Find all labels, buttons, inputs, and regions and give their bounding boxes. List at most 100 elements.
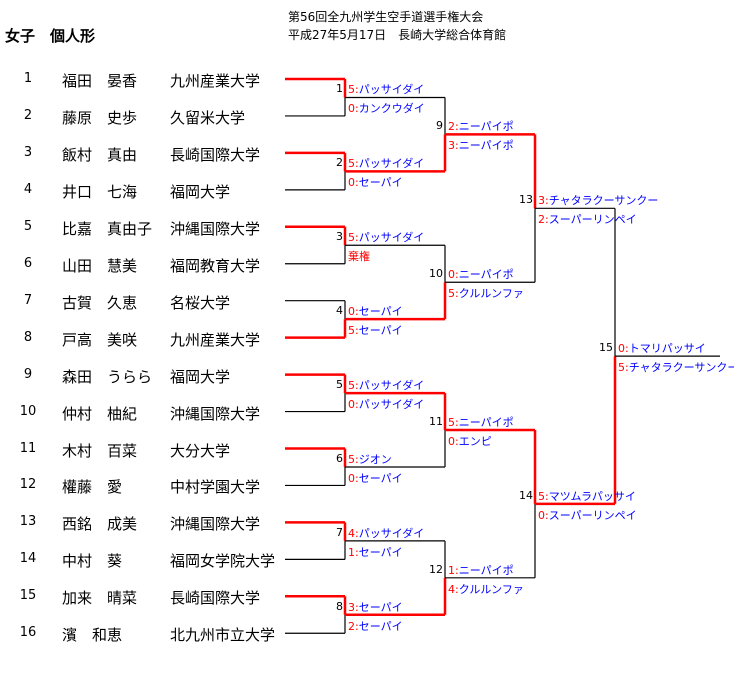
kata-name: トマリパッサイ [628, 342, 706, 356]
kata-name: ニーパイポ [458, 416, 514, 430]
score: 5: [618, 361, 629, 375]
player-school: 福岡大学 [170, 367, 231, 386]
match-number: 11 [429, 415, 443, 429]
score: 0: [538, 508, 549, 522]
kata-name: セーパイ [358, 600, 403, 614]
player-school: 沖縄国際大学 [170, 219, 261, 238]
player-seed: 2 [23, 107, 33, 123]
tournament-title: 第56回全九州学生空手道選手権大会 [288, 10, 484, 24]
kata-name: セーパイ [358, 176, 403, 190]
kata-name: ニーパイポ [458, 268, 514, 282]
kata-name: カンクウダイ [358, 102, 425, 116]
player-name: 權藤 愛 [62, 478, 123, 497]
match-bottom-result: 0:エンピ [448, 433, 492, 449]
kata-name: マツムラパッサイ [548, 489, 636, 503]
match-top-result: 5:パッサイダイ [348, 377, 424, 393]
match-number: 13 [519, 193, 533, 207]
score: 3: [538, 194, 549, 208]
match-number: 7 [336, 525, 343, 539]
player-seed: 15 [19, 588, 37, 604]
player-seed: 9 [23, 366, 33, 382]
match-top-result: 5:マツムラパッサイ [538, 488, 636, 504]
player-school: 長崎国際大学 [170, 589, 261, 608]
match-top-result: 5:ニーパイポ [448, 414, 514, 430]
kata-name: ニーパイポ [458, 563, 514, 577]
player-school: 九州産業大学 [170, 72, 261, 90]
kata-name: セーパイ [358, 471, 403, 485]
kata-name: セーパイ [358, 324, 403, 338]
match-number: 4 [336, 304, 343, 318]
score: 4: [348, 526, 359, 540]
match-bottom-result: 棄権 [348, 248, 370, 264]
player-name: 西銘 成美 [62, 515, 138, 534]
match-top-result: 5:パッサイダイ [348, 81, 424, 97]
score: 0: [618, 342, 629, 356]
score: 3: [448, 139, 459, 153]
kata-name: ニーパイポ [458, 139, 514, 153]
match-top-result: 5:パッサイダイ [348, 229, 424, 245]
match-bottom-result: 0:カンクウダイ [348, 100, 425, 116]
player-school: 大分大学 [170, 441, 231, 460]
kata-name: クルルンファ [458, 287, 524, 301]
match-bottom-result: 0:セーパイ [348, 470, 403, 486]
match-number: 9 [436, 119, 443, 133]
forfeit-note: 棄権 [348, 250, 370, 264]
kata-name: パッサイダイ [358, 526, 425, 540]
player-school: 沖縄国際大学 [170, 515, 261, 534]
kata-name: エンピ [458, 435, 492, 449]
score: 3: [348, 600, 359, 614]
player-name: 比嘉 真由子 [62, 219, 153, 238]
score: 5: [538, 489, 549, 503]
kata-name: ニーパイポ [458, 120, 514, 134]
kata-name: パッサイダイ [358, 398, 425, 412]
match-number: 14 [519, 488, 533, 502]
player-name: 戸高 美咲 [62, 330, 138, 349]
score: 2: [538, 213, 549, 227]
match-number: 6 [336, 451, 343, 465]
score: 2: [448, 120, 459, 134]
player-seed: 6 [23, 255, 33, 271]
player-school: 北九州市立大学 [170, 626, 276, 645]
player-seed: 4 [23, 181, 33, 197]
score: 5: [348, 83, 359, 97]
kata-name: チャタラクーサンクー [548, 194, 659, 208]
match-bottom-result: 3:ニーパイポ [448, 137, 514, 153]
player-seed: 7 [23, 292, 33, 308]
player-seed: 12 [19, 477, 37, 493]
player-school: 久留米大学 [170, 108, 246, 127]
match-top-result: 0:トマリパッサイ [618, 340, 706, 356]
player-seed: 14 [19, 551, 37, 567]
score: 0: [348, 176, 359, 190]
player-seed: 5 [23, 218, 33, 234]
player-name: 山田 慧美 [62, 256, 138, 275]
player-name: 仲村 柚紀 [62, 404, 138, 423]
kata-name: セーパイ [358, 545, 403, 559]
match-number: 3 [336, 230, 343, 244]
score: 5: [348, 231, 359, 245]
kata-name: セーパイ [358, 619, 403, 633]
match-top-result: 1:ニーパイポ [448, 562, 514, 578]
kata-name: スーパーリンペイ [548, 213, 637, 227]
score: 2: [348, 619, 359, 633]
match-number: 12 [429, 562, 443, 576]
kata-name: パッサイダイ [358, 83, 425, 97]
match-bottom-result: 5:チャタラクーサンクー [618, 359, 734, 375]
player-school: 九州産業大学 [170, 330, 261, 349]
match-bottom-result: 0:スーパーリンペイ [538, 507, 637, 523]
score: 5: [348, 452, 359, 466]
match-bottom-result: 5:クルルンファ [448, 285, 524, 301]
player-name: 古賀 久恵 [62, 293, 138, 312]
player-name: 井口 七海 [62, 182, 138, 201]
kata-name: チャタラクーサンクー [628, 361, 734, 375]
match-number: 10 [429, 267, 443, 281]
match-top-result: 4:パッサイダイ [348, 525, 424, 541]
player-school: 福岡教育大学 [170, 256, 261, 275]
player-seed: 10 [19, 403, 37, 419]
match-top-result: 5:ジオン [348, 451, 392, 467]
player-school: 福岡大学 [170, 182, 231, 201]
score: 4: [448, 582, 459, 596]
match-top-result: 0:セーパイ [348, 303, 403, 319]
score: 5: [448, 287, 459, 301]
